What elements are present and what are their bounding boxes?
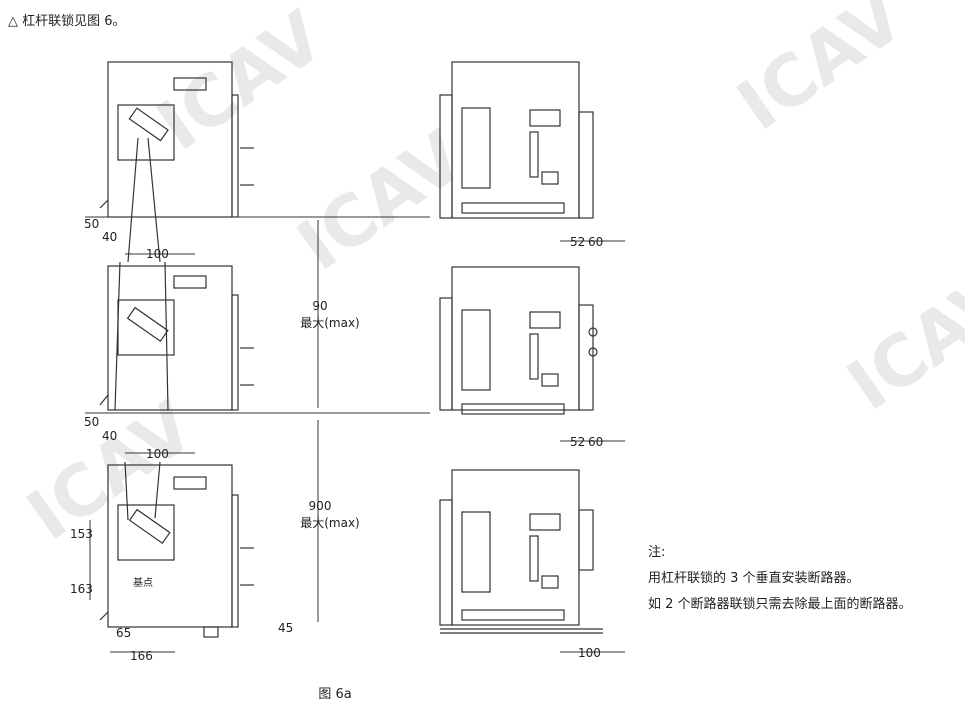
left-breaker-middle [99, 261, 254, 411]
dim-40-middle: 40 [102, 429, 117, 443]
intro-text: △ 杠杆联锁见图 6。 [8, 14, 126, 29]
dim-100-top: 100 [146, 247, 169, 261]
left-breaker-top [99, 61, 254, 263]
dim-65: 65 [116, 626, 131, 640]
notes-line-2: 如 2 个断路器联锁只需去除最上面的断路器。 [648, 597, 912, 612]
gap1-label: 最大(max) [300, 316, 360, 330]
gap1-value: 90 [312, 299, 327, 313]
figure-caption: 图 6a [318, 687, 352, 702]
gap2-label: 最大(max) [300, 516, 360, 530]
base-point-label: 基点 [133, 576, 153, 589]
dim-52-top: 52 [570, 235, 585, 249]
dim-60-middle: 60 [588, 435, 603, 449]
left-breaker-bottom [99, 461, 254, 638]
right-breaker-top [439, 61, 594, 219]
notes-title: 注: [648, 545, 666, 560]
right-breaker-middle [439, 266, 598, 415]
dim-163: 163 [70, 582, 93, 596]
dim-50-top: 50 [84, 217, 99, 231]
dim-60-top: 60 [588, 235, 603, 249]
notes-block: 注: 用杠杆联锁的 3 个垂直安装断路器。 如 2 个断路器联锁只需去除最上面的… [648, 540, 912, 618]
dim-45: 45 [278, 621, 293, 635]
gap2-value: 900 [309, 499, 332, 513]
dim-100-middle: 100 [146, 447, 169, 461]
dim-153: 153 [70, 527, 93, 541]
dim-100-right: 100 [578, 646, 601, 660]
dim-52-middle: 52 [570, 435, 585, 449]
right-breaker-bottom [439, 469, 603, 634]
notes-line-1: 用杠杆联锁的 3 个垂直安装断路器。 [648, 571, 860, 586]
dim-50-middle: 50 [84, 415, 99, 429]
dimension-lines [85, 216, 625, 653]
dim-40-top: 40 [102, 230, 117, 244]
dim-166: 166 [130, 649, 153, 663]
